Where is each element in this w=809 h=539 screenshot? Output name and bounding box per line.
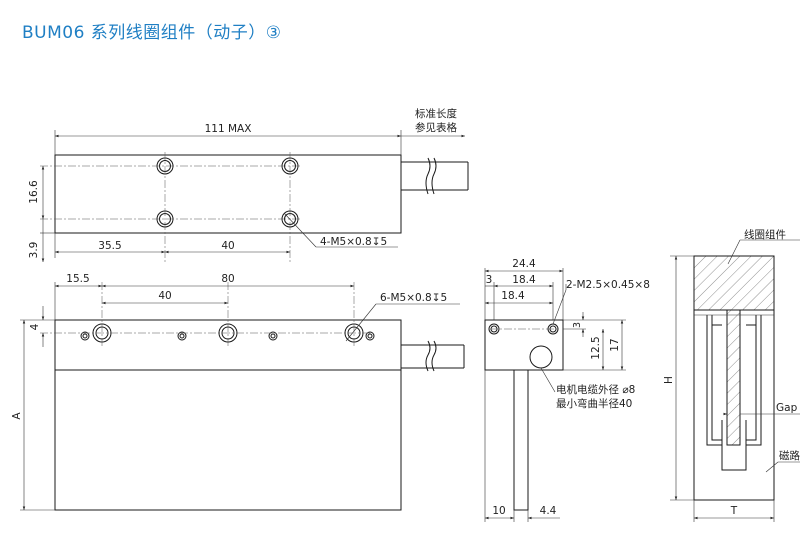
dim-edge-v: 3.9 (28, 242, 40, 259)
front-small-hole-2 (177, 331, 187, 341)
dim-side-v-mid: 12.5 (590, 336, 602, 359)
dim-side-width: 24.4 (512, 258, 536, 270)
dim-hole-spacing-v: 16.6 (28, 180, 40, 204)
dim-first-hole: 35.5 (98, 240, 121, 252)
side-cable-note1: 电机电缆外径 ⌀8 (556, 383, 635, 396)
dim-side-v-small: 3 (572, 322, 583, 328)
top-hole-callout: 4-M5×0.8↧5 (320, 236, 387, 248)
top-view-body (54, 154, 402, 234)
dim-front-top: 4 (29, 323, 41, 330)
dim-side-fin-side: 4.4 (540, 505, 557, 517)
dim-hole-spacing-h: 40 (221, 240, 234, 252)
dim-side-v-tall: 17 (609, 338, 621, 351)
front-hole-callout: 6-M5×0.8↧5 (380, 292, 447, 304)
label-gap: Gap (776, 402, 798, 414)
dim-front-height: A (11, 412, 23, 420)
side-cable-note2: 最小弯曲半径40 (556, 397, 632, 410)
label-coil-assembly: 线圈组件 (744, 228, 786, 241)
dim-front-pitch: 40 (158, 290, 171, 302)
section-coil-head (693, 255, 775, 311)
dim-section-height: H (663, 376, 675, 384)
dim-length-label: 111 MAX (205, 123, 252, 135)
dim-side-fin: 10 (492, 505, 505, 517)
page-title: BUM06 系列线圈组件（动子）③ (22, 23, 282, 43)
dim-side-inner: 18.4 (512, 274, 536, 286)
side-view-fin (513, 369, 529, 511)
dim-front-span: 80 (221, 273, 234, 285)
dim-section-width: T (730, 505, 738, 517)
section-magnet-outer (693, 310, 775, 501)
top-view: 111 MAX 标准长度 参见表格 16.6 3.9 35.5 40 4-M5×… (28, 107, 469, 262)
dim-side-lower: 18.4 (501, 290, 525, 302)
dim-front-offset: 15.5 (66, 273, 89, 285)
dim-side-edge: 3 (486, 274, 493, 286)
front-small-hole-1 (80, 331, 90, 341)
cable-note-line2: 参见表格 (415, 121, 457, 134)
front-small-hole-3 (268, 331, 278, 341)
side-view: 24.4 3 18.4 18.4 2-M2.5×0.45×8 3 12.5 17… (484, 258, 650, 522)
cable-note-line1: 标准长度 (415, 107, 457, 120)
front-small-hole-4 (365, 331, 375, 341)
section-coil-fin (726, 309, 741, 446)
front-view: 15.5 80 40 4 A 6-M5×0.8↧5 (11, 273, 465, 511)
label-magnet-circuit: 磁路 (779, 449, 800, 462)
section-view: 线圈组件 Gap 磁路 H T (663, 228, 800, 522)
side-hole-callout: 2-M2.5×0.45×8 (566, 279, 650, 291)
front-view-body (54, 319, 402, 511)
